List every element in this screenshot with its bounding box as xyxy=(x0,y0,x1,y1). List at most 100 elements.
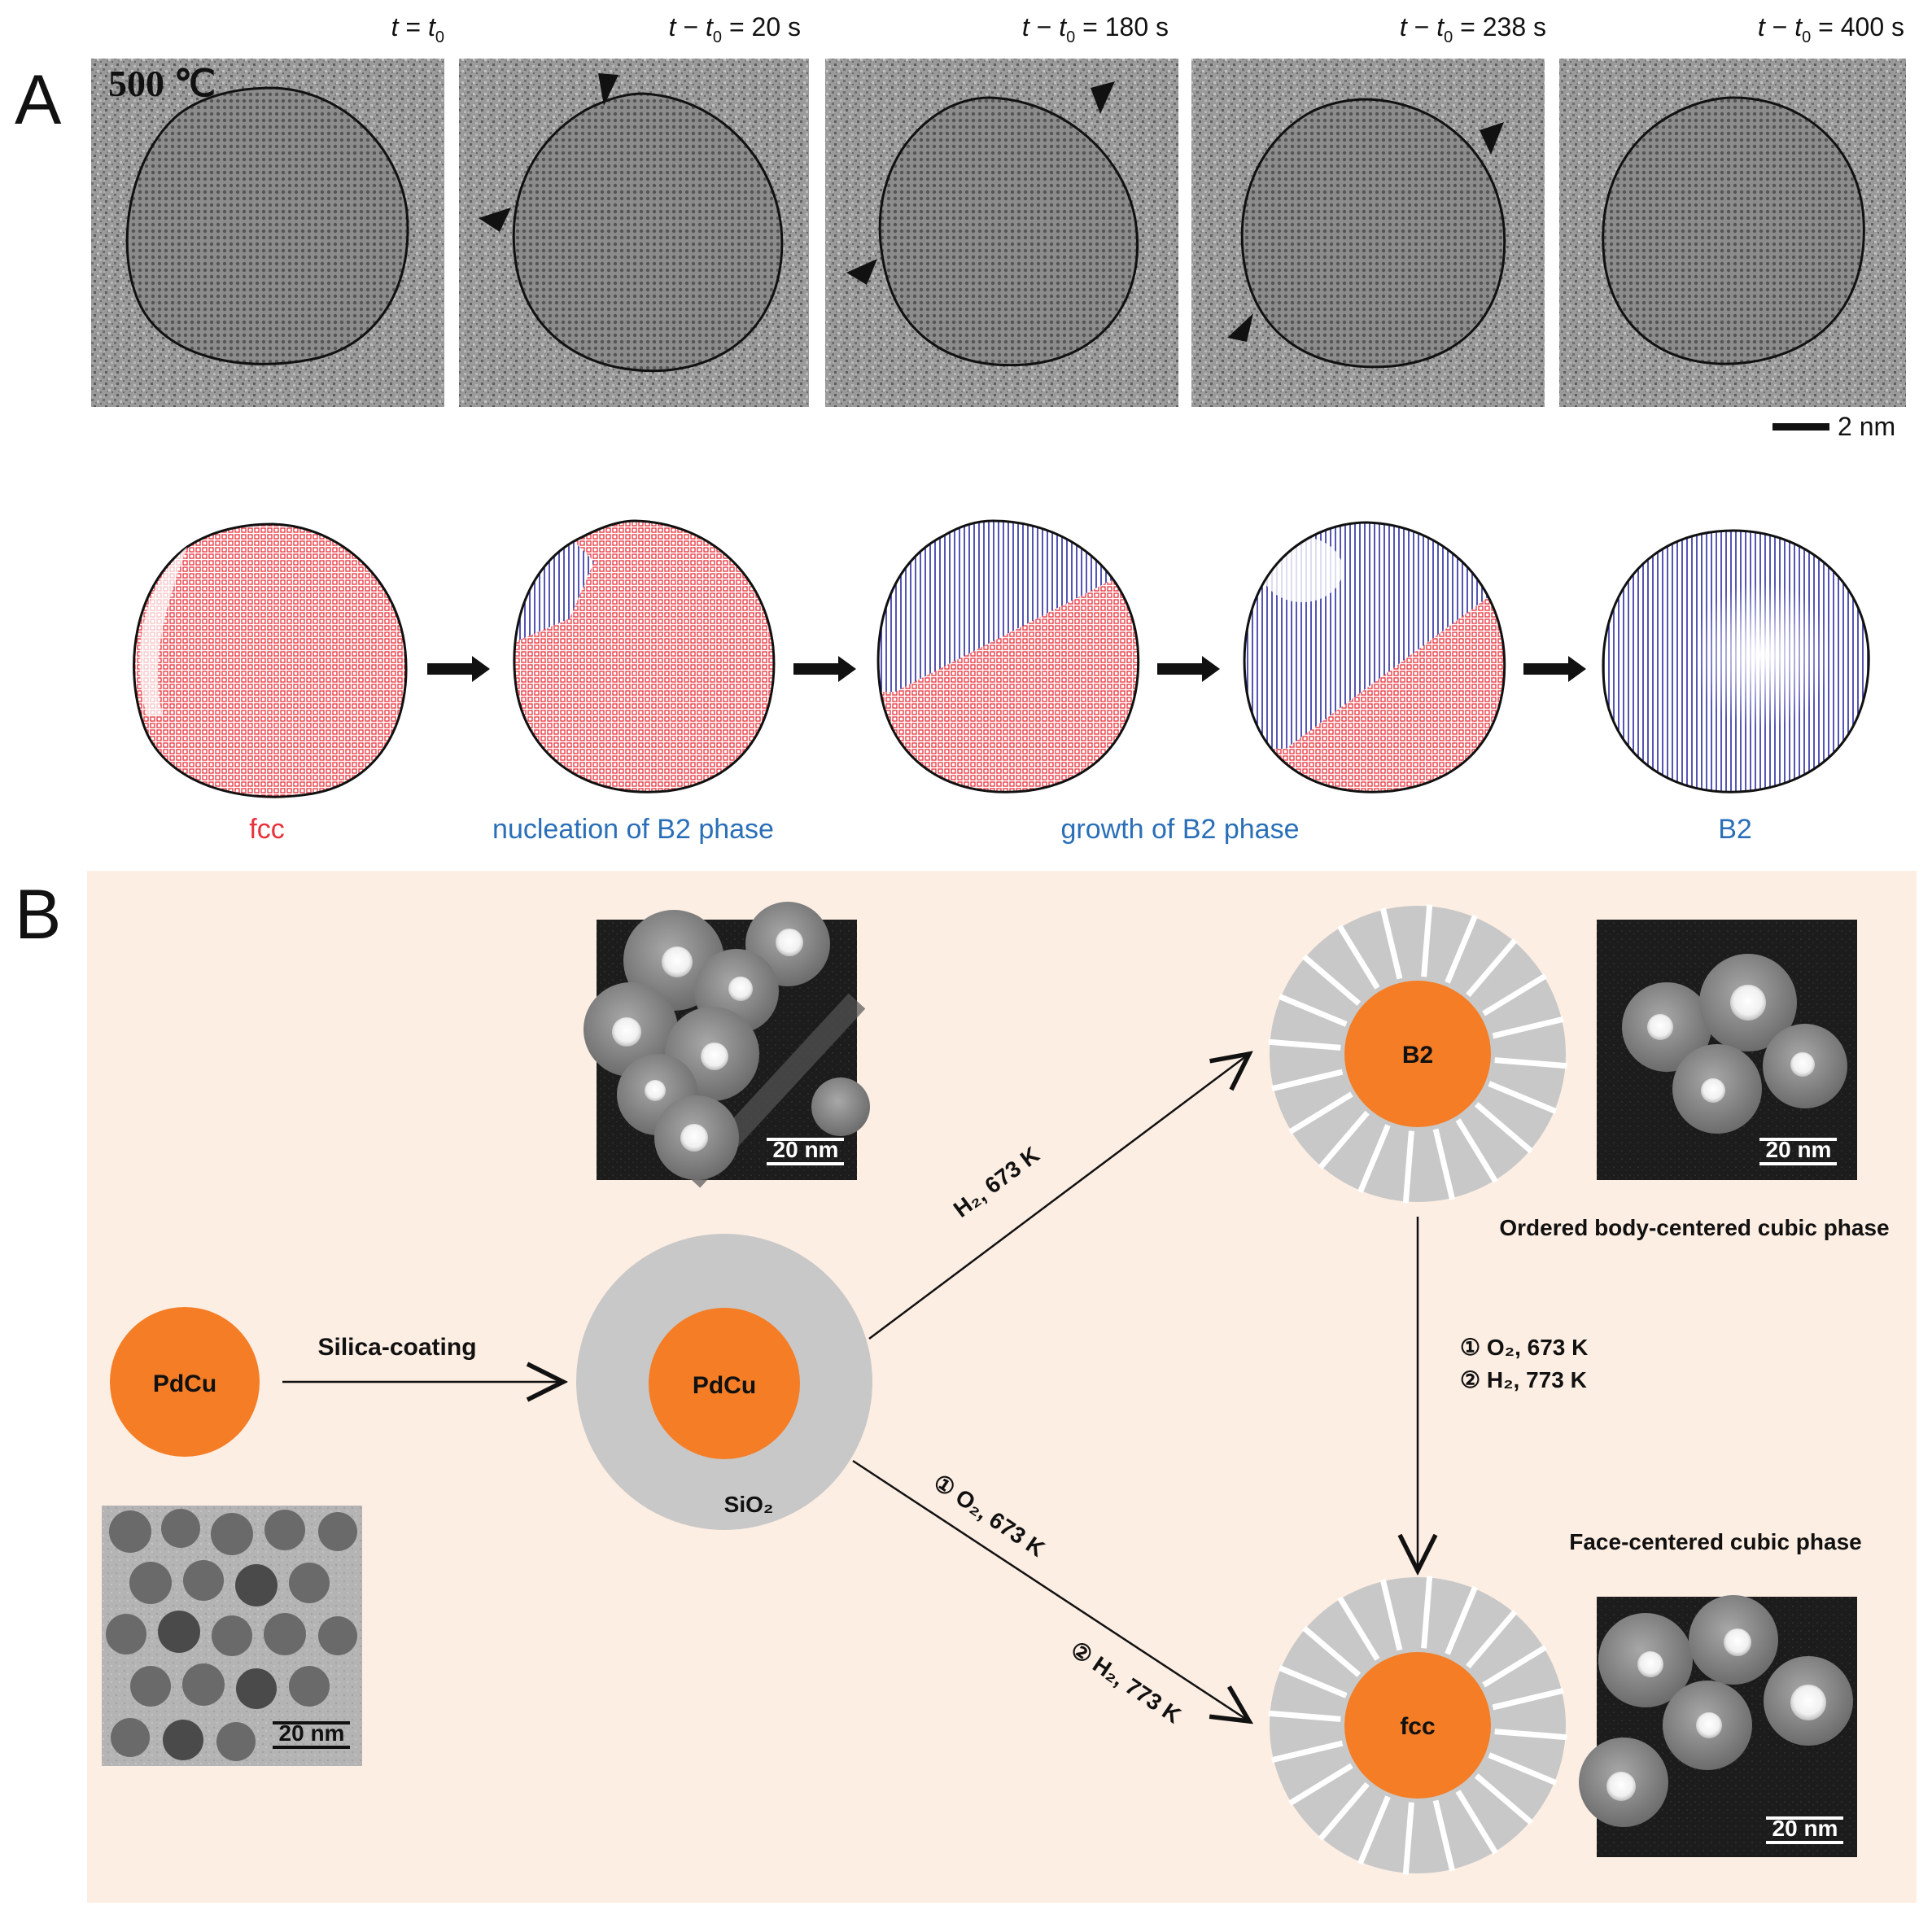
scale-bar-label: 20 nm xyxy=(1772,1816,1838,1841)
pore-channel xyxy=(1337,1596,1380,1661)
frame-time-labels: t = t0 t − t0 = 20 s t − t0 = 180 s t − … xyxy=(391,12,1904,46)
scale-bar-label: 20 nm xyxy=(1766,1137,1832,1162)
pore-channel xyxy=(1474,1102,1534,1154)
pore-channel xyxy=(1271,1069,1344,1092)
arrow-icon xyxy=(1157,656,1220,682)
pore-channel xyxy=(1474,1773,1534,1825)
pdcu-particle xyxy=(110,1307,260,1457)
tem-frame-5 xyxy=(1559,59,1906,407)
pore-channel xyxy=(1445,1585,1478,1655)
frame-time-label-5: t − t0 = 400 s xyxy=(1758,12,1904,46)
pore-channel xyxy=(1271,1740,1344,1764)
pore-channel xyxy=(1455,1118,1498,1183)
b2-phase-caption: Ordered body-centered cubic phase xyxy=(1499,1215,1889,1240)
phase-schematic-2 xyxy=(513,519,776,793)
pore-channel xyxy=(1268,1038,1341,1051)
pore-channel xyxy=(1318,1110,1370,1170)
b2-particle-label: B2 xyxy=(1402,1042,1433,1069)
pore-channel xyxy=(1445,914,1478,984)
pore-channel xyxy=(1432,1799,1456,1872)
phase-label-nucleation: nucleation of B2 phase xyxy=(492,814,774,845)
fcc-phase-caption: Face-centered cubic phase xyxy=(1569,1529,1861,1554)
pore-channel xyxy=(1482,973,1547,1016)
pore-channel xyxy=(1492,1016,1564,1039)
pore-channel xyxy=(1482,1645,1547,1688)
pore-channel xyxy=(1278,994,1348,1027)
b2-mesoporous-particle xyxy=(1268,904,1567,1204)
pore-channel xyxy=(1337,925,1380,990)
temperature-label: 500 ℃ xyxy=(108,63,216,104)
coating-step-label: Silica-coating xyxy=(317,1334,476,1361)
arrow-icon xyxy=(427,656,490,682)
sem-image-fcc: 20 nm xyxy=(1579,1595,1857,1857)
pore-channel xyxy=(1421,1576,1433,1649)
arrow-icon xyxy=(1523,656,1586,682)
phase-schematic-1 xyxy=(133,522,408,798)
tem-frame-2 xyxy=(459,59,809,407)
pore-channel xyxy=(1357,1124,1391,1194)
pore-channel xyxy=(1488,1081,1558,1114)
phase-label-growth: growth of B2 phase xyxy=(1061,814,1300,845)
frame-time-label-4: t − t0 = 238 s xyxy=(1400,12,1546,46)
phase-label-b2: B2 xyxy=(1718,814,1752,845)
coated-pdcu-core xyxy=(649,1308,800,1459)
frame-time-label-1: t = t0 xyxy=(391,12,444,46)
frame-time-label-2: t − t0 = 20 s xyxy=(669,12,801,46)
b2-to-fcc-step-2: ② H₂, 773 K xyxy=(1460,1367,1587,1392)
route-b2-arrow xyxy=(868,1054,1249,1340)
pore-channel xyxy=(1278,1665,1348,1698)
scale-bar-2nm-label: 2 nm xyxy=(1838,412,1895,441)
phase-schematic-3 xyxy=(876,519,1140,793)
pore-channel xyxy=(1318,1781,1370,1842)
nucleation-marker-icon xyxy=(479,208,511,232)
scale-bar-2nm xyxy=(1772,423,1829,431)
b2-to-fcc-step-1: ① O₂, 673 K xyxy=(1460,1335,1588,1360)
pore-channel xyxy=(1357,1795,1391,1865)
tem-image-bare-particles: 20 nm xyxy=(102,1506,362,1766)
pore-channel xyxy=(1455,1790,1498,1855)
pore-channel xyxy=(1301,1625,1362,1677)
fcc-particle-label: fcc xyxy=(1400,1713,1435,1740)
phase-label-fcc: fcc xyxy=(249,814,284,845)
pore-channel xyxy=(1268,1710,1341,1722)
sem-image-b2: 20 nm xyxy=(1597,920,1857,1180)
tem-frame-4 xyxy=(1191,59,1545,407)
route-fcc-arrow xyxy=(852,1459,1249,1721)
pore-channel xyxy=(1492,1687,1564,1711)
phase-schematic-4 xyxy=(1243,521,1506,793)
tem-frame-3 xyxy=(825,59,1178,407)
silica-shell-label: SiO₂ xyxy=(724,1492,774,1517)
arrow-icon xyxy=(793,656,856,682)
pore-channel xyxy=(1288,1091,1353,1134)
pore-channel xyxy=(1402,1802,1414,1875)
interface-marker-icon xyxy=(1227,313,1253,342)
pore-channel xyxy=(1494,1729,1567,1741)
scale-bar-label: 20 nm xyxy=(279,1720,345,1746)
tem-frame-1 xyxy=(91,59,444,407)
panel-b-label: B xyxy=(15,876,61,954)
pore-channel xyxy=(1379,1579,1403,1651)
pore-channel xyxy=(1432,1128,1456,1200)
pore-channel xyxy=(1466,1609,1518,1669)
panel-a-label: A xyxy=(15,61,62,139)
pore-channel xyxy=(1288,1763,1353,1806)
pore-channel xyxy=(1494,1057,1567,1069)
sem-image-coated: 20 nm xyxy=(584,902,870,1188)
nucleation-marker-icon xyxy=(598,73,619,106)
pore-channel xyxy=(1301,954,1362,1006)
interface-marker-icon xyxy=(1480,122,1504,155)
pore-channel xyxy=(1488,1752,1558,1786)
pdcu-particle-label: PdCu xyxy=(153,1370,216,1397)
pore-channel xyxy=(1379,907,1403,980)
interface-marker-icon xyxy=(846,259,877,285)
pore-channel xyxy=(1402,1130,1414,1204)
fcc-mesoporous-particle xyxy=(1268,1576,1567,1875)
frame-time-label-3: t − t0 = 180 s xyxy=(1022,12,1169,46)
scale-bar-label: 20 nm xyxy=(773,1137,839,1162)
interface-marker-icon xyxy=(1091,81,1115,114)
coated-pdcu-label: PdCu xyxy=(693,1372,756,1399)
pore-channel xyxy=(1466,938,1518,998)
phase-schematic-5 xyxy=(1602,529,1870,793)
pore-channel xyxy=(1421,904,1433,977)
